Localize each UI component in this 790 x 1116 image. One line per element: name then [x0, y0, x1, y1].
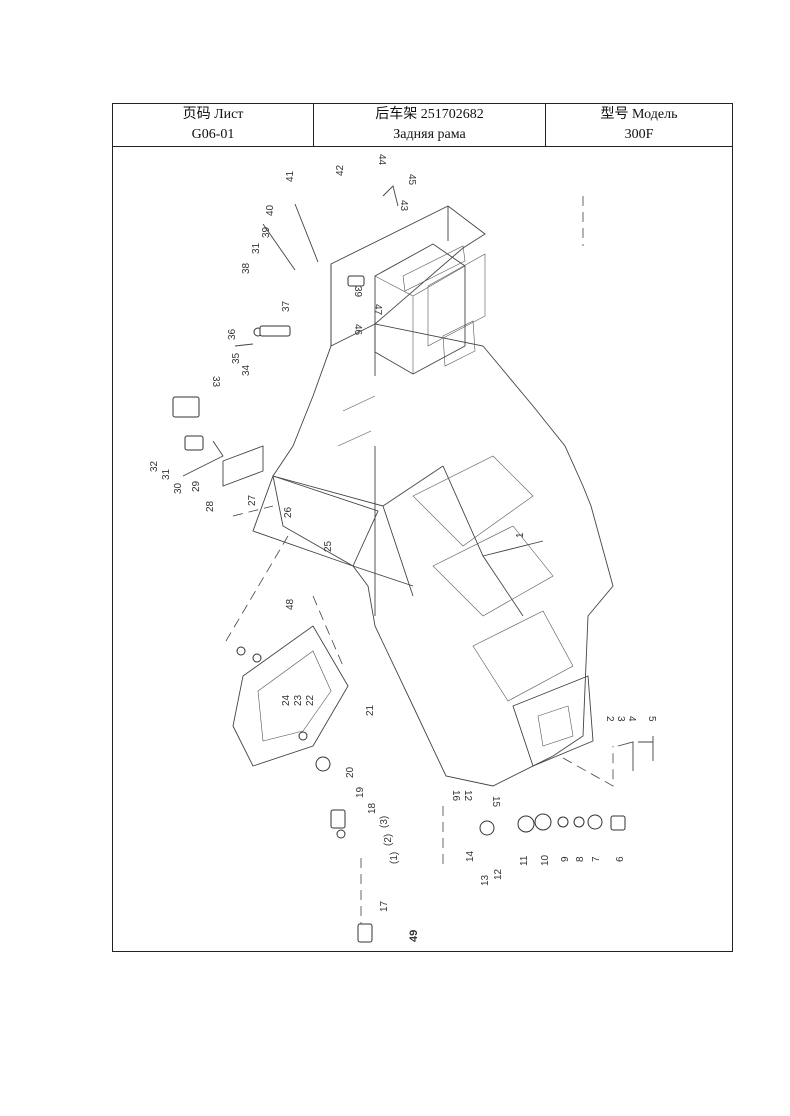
callout-39a: 39 — [261, 226, 272, 238]
callout-22: 22 — [305, 694, 316, 706]
callout-31a: 31 — [161, 468, 172, 480]
callout-28: 28 — [205, 500, 216, 512]
callout-43: 43 — [398, 200, 409, 212]
callout-21: 21 — [365, 704, 376, 716]
callout-15: 15 — [490, 796, 501, 808]
callout-47: 47 — [372, 304, 383, 316]
callout-3: 3 — [615, 716, 626, 722]
callout-24: 24 — [281, 694, 292, 706]
callout-17: 17 — [379, 900, 390, 912]
callout-1: 1 — [515, 532, 526, 538]
page-cell: 页码 Лист G06-01 — [113, 104, 313, 146]
callout-34: 34 — [241, 364, 252, 376]
callout-12a: 12 — [493, 868, 504, 880]
page-label: 页码 Лист — [182, 107, 244, 122]
exploded-view-drawing: 1 2 3 4 5 6 7 8 9 10 11 12 13 14 15 16 1… — [113, 146, 732, 951]
callout-31b: 31 — [251, 242, 262, 254]
floor-plate — [232, 625, 349, 767]
callout-4: 4 — [626, 716, 637, 722]
callout-16: 16 — [450, 790, 461, 802]
callout-42: 42 — [335, 164, 346, 176]
callout-32: 32 — [149, 460, 160, 472]
model-cell: 型号 Модель 300F — [545, 104, 732, 146]
title-block: 页码 Лист G06-01 后车架 251702682 Задняя рама… — [113, 104, 732, 147]
callout-19: 19 — [355, 786, 366, 798]
callout-26: 26 — [283, 506, 294, 518]
callout-23: 23 — [293, 694, 304, 706]
assembly-title-ru: Задняя рама — [393, 127, 466, 142]
callout-36: 36 — [227, 328, 238, 340]
callout-27: 27 — [247, 494, 258, 506]
callout-44: 44 — [376, 154, 387, 166]
callout-29: 29 — [191, 480, 202, 492]
frame-drawing-svg — [172, 185, 654, 943]
page-number: G06-01 — [191, 127, 235, 142]
callout-8: 8 — [575, 856, 586, 862]
callout-49: 49 — [408, 930, 420, 942]
side-plate — [222, 445, 379, 567]
callout-20: 20 — [345, 766, 356, 778]
exploded-parts — [172, 185, 654, 943]
parts-sheet: 页码 Лист G06-01 后车架 251702682 Задняя рама… — [112, 103, 733, 952]
callout-45: 45 — [406, 174, 417, 186]
callout-12b: 12 — [462, 790, 473, 802]
battery-box — [374, 243, 466, 375]
callout-41: 41 — [285, 170, 296, 182]
callout-10: 10 — [540, 854, 551, 866]
callout-6: 6 — [615, 856, 626, 862]
rear-frame-body — [272, 205, 614, 787]
callout-18: 18 — [367, 802, 378, 814]
callout-37: 37 — [281, 300, 292, 312]
assembly-title: 后车架 251702682 — [375, 107, 484, 122]
callout-9: 9 — [560, 856, 571, 862]
callout-38: 38 — [241, 262, 252, 274]
callout-layer: 1 2 3 4 5 6 7 8 9 10 11 12 13 14 15 16 1… — [149, 154, 657, 942]
callout-bracket-1: (1) — [389, 852, 400, 864]
callout-46: 46 — [352, 324, 363, 336]
callout-33: 33 — [210, 376, 221, 388]
title-cell: 后车架 251702682 Задняя рама — [313, 104, 545, 146]
callout-35: 35 — [231, 352, 242, 364]
callout-25: 25 — [323, 540, 334, 552]
callout-2: 2 — [604, 716, 615, 722]
callout-bracket-3: (3) — [379, 816, 390, 828]
model-label: 型号 Модель — [600, 107, 678, 122]
callout-11: 11 — [519, 855, 530, 866]
callout-48: 48 — [285, 598, 296, 610]
callout-bracket-2: (2) — [383, 834, 394, 846]
callout-40: 40 — [265, 204, 276, 216]
assembly-guides — [222, 196, 614, 926]
callout-7: 7 — [591, 856, 602, 862]
callout-39b: 39 — [352, 286, 363, 298]
callout-5: 5 — [646, 716, 657, 722]
callout-30: 30 — [173, 482, 184, 494]
model-number: 300F — [624, 127, 654, 142]
callout-13: 13 — [480, 874, 491, 886]
callout-14: 14 — [465, 850, 476, 862]
